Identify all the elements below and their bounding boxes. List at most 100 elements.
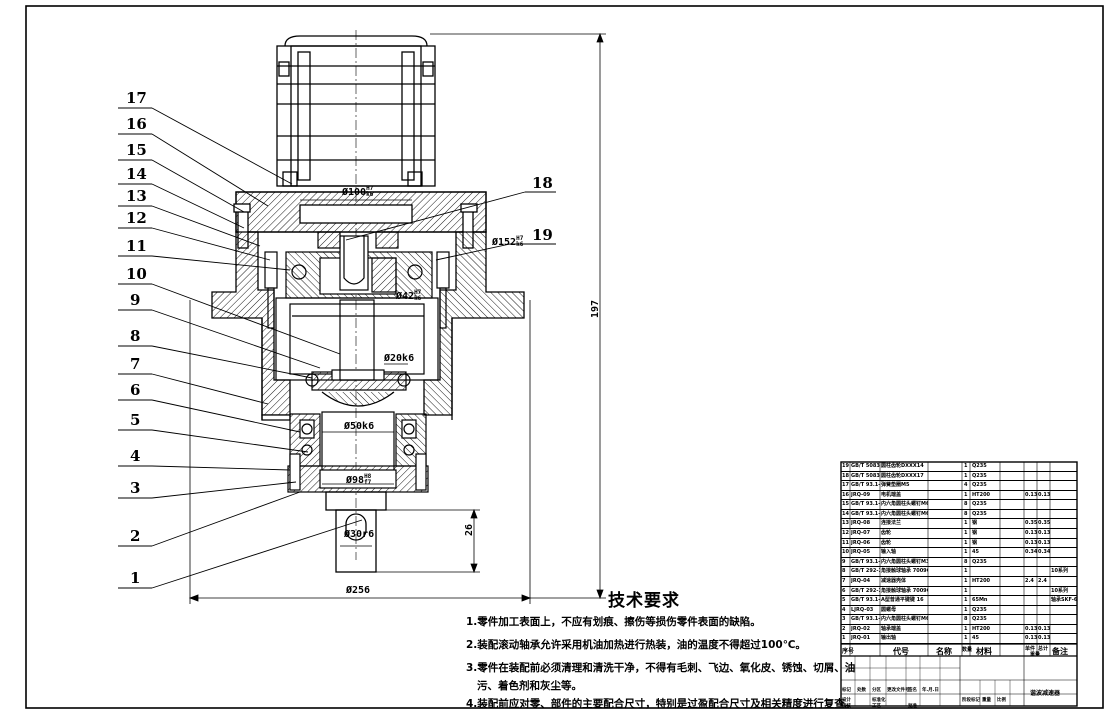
bom-cell-code: JRQ-01 (851, 635, 871, 642)
dim-d256: Ø256 (346, 585, 371, 596)
balloon-19: 19 (532, 226, 553, 244)
requirements-title: 技术要求 (608, 591, 680, 611)
bom-cell-qty: 4 (964, 482, 968, 489)
title-block-product: 谐波减速器 (1030, 690, 1061, 697)
bom-cell-note: 10系列 (1051, 587, 1068, 594)
bom-row: 3GB/T 93.1-2000内六角圆柱头螺钉M6x358Q235 (841, 615, 1077, 625)
bom-cell-w1: 0.34 (1025, 549, 1037, 556)
dim-d30: Ø30r6 (344, 529, 375, 540)
balloon-6: 6 (130, 381, 141, 399)
bom-cell-name: 齿轮 (881, 539, 892, 546)
bom-cell-qty: 8 (964, 510, 968, 517)
bom-cell-no: 2 (842, 625, 846, 632)
bom-cell-w2: 2.4 (1038, 577, 1047, 584)
balloon-5: 5 (130, 411, 141, 429)
bom-cell-mat: 钢 (972, 520, 978, 527)
bom-cell-qty: 8 (964, 558, 968, 565)
balloon-3: 3 (130, 479, 141, 497)
bom-cell-no: 8 (842, 568, 846, 575)
balloon-14: 14 (126, 165, 147, 183)
bom-cell-w1: 0.13 (1025, 491, 1037, 498)
title-block-label-sign: 签名 (908, 688, 917, 693)
bom-cell-code: JRQ-07 (851, 530, 871, 537)
bom-cell-qty: 1 (964, 520, 968, 527)
bom-cell-w1: 0.13 (1025, 539, 1037, 546)
bom-cell-w1: 0.13 (1025, 635, 1037, 642)
bom-cell-name: 圆柱齿轮DXXX17 (881, 472, 924, 479)
bom-cell-mat: Q235 (972, 463, 987, 469)
bom-header-mat: 材料 (976, 647, 992, 656)
requirement-1: 1.零件加工表面上，不应有划痕、擦伤等损伤零件表面的缺陷。 (466, 616, 761, 628)
title-block-label-scale: 比例 (997, 698, 1006, 703)
bom-cell-qty: 1 (964, 597, 968, 604)
bom-cell-note: 10系列 (1051, 568, 1068, 575)
title-block-label-standard: 标准化 (872, 698, 886, 703)
title-block-label-review: 审核 (842, 704, 851, 709)
requirement-2: 2.装配滚动轴承允许采用机油加热进行热装，油的温度不得超过100℃。 (466, 639, 806, 651)
balloon-18: 18 (532, 174, 553, 192)
bom-cell-name: 连接法兰 (881, 520, 902, 527)
bom-cell-mat: Q235 (972, 472, 987, 479)
leader-lines (118, 107, 556, 589)
bom-cell-qty: 1 (964, 606, 968, 613)
bom-cell-w2: 0.35 (1038, 520, 1050, 527)
balloon-9: 9 (130, 291, 141, 309)
bom-cell-no: 18 (842, 472, 849, 479)
title-block-label-zone: 分区 (872, 688, 881, 693)
dim-d98-fit-top: H8 (364, 473, 372, 480)
bom-cell-w2: 0.13 (1038, 530, 1050, 537)
title-block-label-design: 设计 (842, 698, 851, 703)
bom-cell-code: GB/T 93.1-1990 (851, 482, 880, 489)
bom-cell-w1: 0.13 (1025, 625, 1037, 632)
bom-cell-qty: 1 (964, 463, 968, 469)
bom-cell-qty: 1 (964, 568, 968, 575)
bom-cell-mat: 65Mn (972, 597, 988, 604)
bom-cell-no: 19 (842, 463, 849, 469)
bom-header-w2: 总计 (1038, 646, 1049, 652)
output-shaft (325, 491, 387, 573)
bom-cell-no: 11 (842, 539, 849, 546)
output-bearings (287, 411, 429, 493)
bom-cell-code: GB/T 292-1994 (851, 587, 880, 594)
bom-header-note: 备注 (1052, 647, 1068, 656)
bom-cell-w1: 0.35 (1025, 520, 1037, 527)
balloon-4: 4 (130, 447, 141, 465)
balloon-8: 8 (130, 327, 141, 345)
balloon-12: 12 (126, 209, 147, 227)
bom-cell-mat: Q235 (972, 558, 987, 565)
bom-cell-mat: 45 (972, 635, 979, 642)
dim-d100-value: Ø100 (342, 187, 367, 198)
bom-cell-code: JRQ-08 (851, 520, 871, 527)
bom-cell-code: JRQ-09 (851, 491, 871, 498)
bom-cell-mat: HT200 (972, 491, 991, 498)
bom-cell-mat: 钢 (972, 530, 978, 537)
bom-cell-mat: 钢 (972, 539, 978, 546)
bom-cell-name: 角接触球轴承 7009C C/DC (881, 568, 928, 575)
bom-cell-name: 齿轮 (881, 530, 892, 537)
title-block-label-process: 工艺 (872, 704, 881, 709)
balloon-15: 15 (126, 141, 147, 159)
bom-cell-name: 轴承端盖 (881, 625, 902, 632)
title-block-label-weight: 重量 (982, 698, 991, 703)
title-block-label-approve: 批准 (908, 704, 917, 709)
bom-cell-mat: HT200 (972, 577, 991, 584)
bom-cell-code: JRQ-02 (851, 625, 871, 632)
bom-row: 6GB/T 292-1994角接触球轴承 7009C C/DC110系列 (841, 587, 1077, 597)
dim-d98-fit-bot: f7 (364, 479, 372, 486)
bom-cell-note: 轴承SKF-6008 (1051, 597, 1077, 604)
bom-cell-qty: 1 (964, 539, 968, 546)
bom-cell-code: JRQ-04 (851, 577, 871, 584)
dim-d50: Ø50k6 (344, 421, 375, 432)
